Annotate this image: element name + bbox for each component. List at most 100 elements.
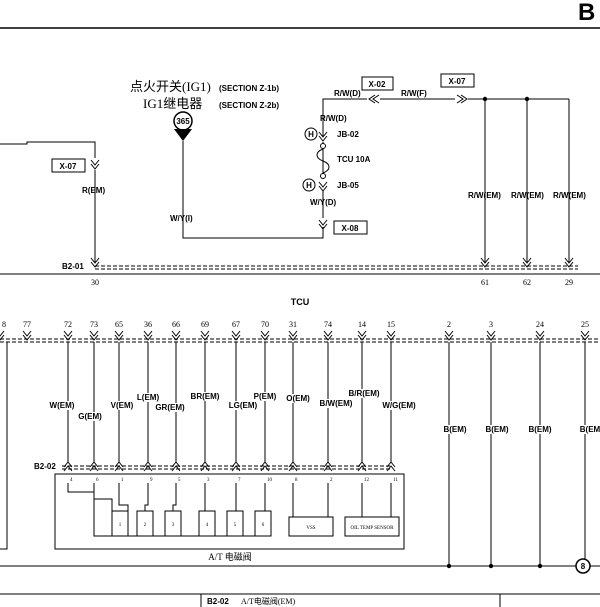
wire-label-bg (381, 401, 417, 410)
pin-number: 36 (144, 320, 152, 329)
wire-label-r-w-em: R/W(EM) (553, 191, 586, 200)
wire-label: B(EM) (485, 425, 508, 434)
wire-label-bg (484, 425, 510, 434)
wire-label-r-w-em: R/W(EM) (511, 191, 544, 200)
connector-chevron-icon (22, 330, 32, 341)
connector-b2-02-label: B2-02 (34, 462, 56, 471)
solenoid-internal-wire (67, 483, 94, 493)
junction-block-h-icon (304, 127, 318, 141)
wire-label: P(EM) (254, 392, 277, 401)
pin-number: 72 (64, 320, 72, 329)
solenoid-coil-label: 1 (119, 523, 122, 528)
wire-label-r-em: R(EM) (82, 186, 105, 195)
solenoid-pin-number: 9 (150, 478, 153, 483)
wire-label-r-w-f: R/W(F) (401, 89, 427, 98)
svg-text:H: H (308, 130, 314, 139)
ignition-switch-section: (SECTION Z-1b) (219, 84, 279, 93)
wire-label-bg (48, 401, 76, 410)
splice-node-label: 365 (176, 117, 190, 126)
solenoid-coil-label: 2 (144, 523, 147, 528)
ignition-source: 点火开关(IG1) (SECTION Z-1b) IG1继电器 (SECTION… (130, 79, 279, 141)
svg-text:X-08: X-08 (342, 224, 359, 233)
wire-label-bg (347, 389, 381, 398)
solenoid-coil-label: 3 (172, 523, 175, 528)
connector-b2-01-label: B2-01 (62, 262, 84, 271)
connector-chevron-icon (318, 131, 328, 142)
solenoid-coil-label: 4 (206, 523, 209, 528)
connector-chevron-icon (535, 330, 545, 341)
pin-number: 29 (565, 278, 573, 287)
solenoid-pin-number: 2 (330, 478, 333, 483)
solenoid-block-label: A/T 电磁阀 (208, 551, 252, 562)
solenoid-pin-number: 10 (267, 478, 273, 483)
connector-x08 (333, 220, 368, 235)
footer-connector: B2-02 (207, 597, 229, 606)
ig1-relay-label: IG1继电器 (143, 96, 202, 111)
pin-number: 73 (90, 320, 98, 329)
svg-text:X-02: X-02 (369, 80, 386, 89)
wire-label: B(EM (580, 425, 600, 434)
solenoid-coil-label: 6 (262, 523, 265, 528)
solenoid-pin-number: 6 (96, 478, 99, 483)
connector-chevron-icon (0, 330, 5, 341)
solenoid-internal-wire (93, 483, 113, 511)
wire-left-edge (0, 342, 8, 550)
connector-chevron-icon (456, 94, 468, 104)
connector-chevron-icon (368, 94, 380, 104)
connector-chevron-icon (90, 159, 100, 170)
connector-chevron-icon (357, 330, 367, 341)
connector-chevron-icon (480, 257, 490, 268)
connector-chevron-icon (323, 330, 333, 341)
solenoid-pin-number: 3 (207, 478, 210, 483)
power-arrow-icon (174, 129, 192, 141)
tcu-label: TCU (291, 297, 310, 307)
wire-label-r-w-em: R/W(EM) (468, 191, 501, 200)
jb02-label: JB-02 (337, 130, 359, 139)
wire-label-bg (227, 401, 259, 410)
pin-number: 62 (523, 278, 531, 287)
connector-x07-left (51, 158, 86, 173)
solenoid-internal-wire (144, 483, 149, 511)
connector-x02 (361, 76, 394, 91)
wire-label: B(EM) (443, 425, 466, 434)
connector-chevron-icon (231, 330, 241, 341)
pin-number: 25 (581, 320, 589, 329)
fuse-terminal (320, 173, 326, 179)
solenoid-pin-number: 4 (70, 478, 73, 483)
wire-label-bg (77, 412, 104, 421)
pin-number: 74 (324, 320, 332, 329)
connector-chevron-icon (200, 330, 210, 341)
jb05-label: JB-05 (337, 181, 359, 190)
wire-w-y (182, 141, 324, 239)
connector-chevron-icon (444, 330, 454, 341)
solenoid-coil-label: 5 (234, 523, 237, 528)
pin-number: 69 (201, 320, 209, 329)
ground-point-icon (575, 558, 591, 574)
fuse-label: TCU 10A (337, 155, 371, 164)
solenoid-pin-number: 1 (121, 478, 124, 483)
wire-label: W/G(EM) (382, 401, 416, 410)
wire-label: O(EM) (286, 394, 310, 403)
connector-chevron-icon (171, 330, 181, 341)
wire-label: LG(EM) (229, 401, 258, 410)
solenoid-internal-wire (172, 483, 177, 511)
connector-chevron-icon (580, 330, 590, 341)
wire-label-bg (189, 392, 221, 401)
solenoid-pin-number: 5 (178, 478, 181, 483)
wire-label-bg (109, 401, 135, 410)
wire-label-r-w-d-mid: R/W(D) (320, 114, 347, 123)
pin-number: 30 (91, 278, 99, 287)
oil-temp-sensor-label: OIL TEMP SENSOR (351, 526, 395, 531)
wire-label-bg (578, 425, 600, 434)
ig1-relay-section: (SECTION Z-2b) (219, 101, 279, 110)
wire-label-bg (135, 393, 161, 402)
pin-number: 65 (115, 320, 123, 329)
connector-chevron-icon (63, 330, 73, 341)
connector-chevron-icon (90, 257, 100, 268)
wire-label-bg (154, 403, 186, 412)
pin-number: 15 (387, 320, 395, 329)
